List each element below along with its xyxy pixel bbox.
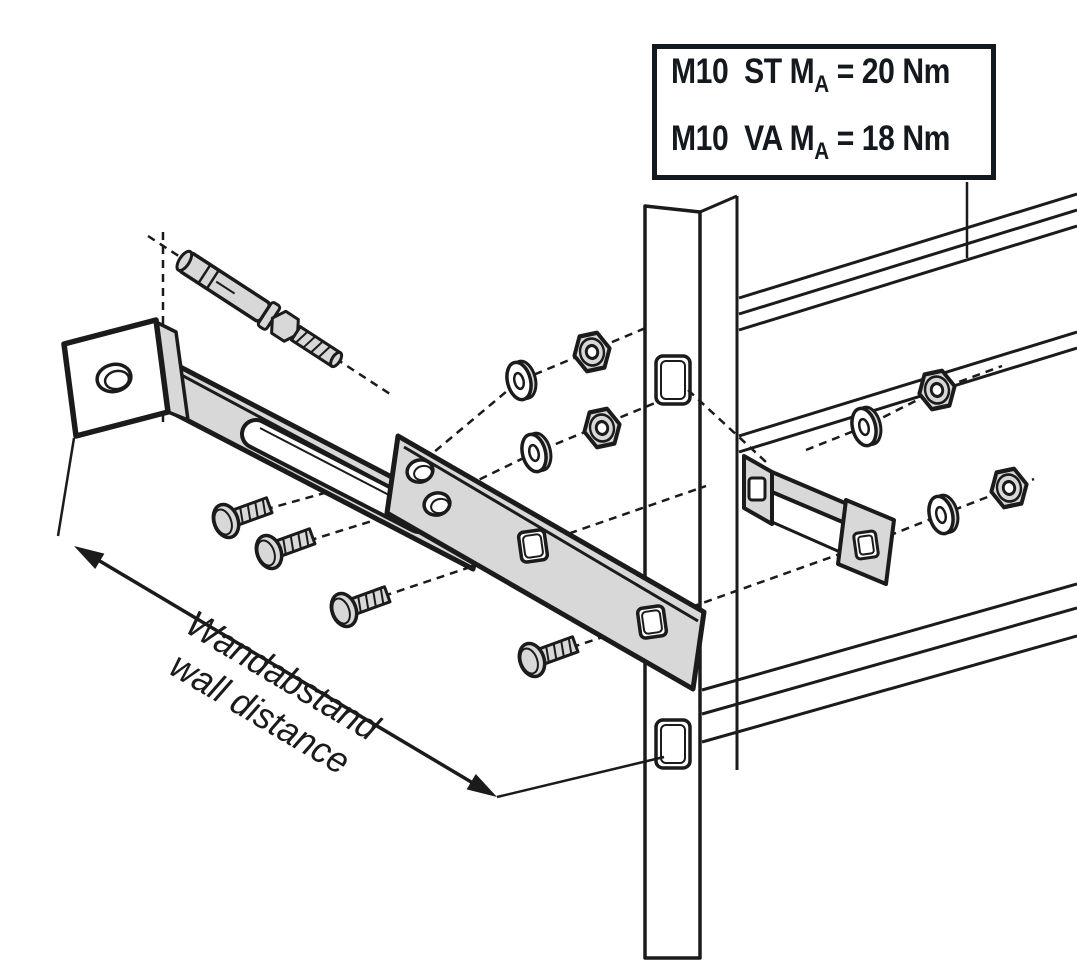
right-nut-axis	[805, 364, 1003, 452]
washer-4	[927, 493, 960, 536]
carriage-bolt-2	[254, 527, 317, 571]
rack-frame	[699, 182, 1077, 770]
hook-bracket-axis	[687, 389, 767, 463]
plate-square-hole-2	[635, 604, 669, 640]
wall-bracket	[61, 317, 190, 439]
hook-bracket-square-hole	[852, 529, 880, 561]
arrowhead-left-icon	[74, 546, 105, 569]
wall-bracket-hole	[95, 362, 133, 394]
carriage-bolt-3	[329, 585, 392, 629]
torque-line-1-value: = 20 Nm	[828, 52, 951, 91]
bolt2-axis	[281, 401, 656, 551]
carriage-bolt-4	[517, 635, 580, 679]
torque-line-1: M10 ST MA = 20 Nm	[671, 45, 950, 112]
expansion-anchor-bolt	[175, 249, 344, 369]
flange-nut-4	[989, 466, 1029, 510]
carriage-bolt-1	[211, 496, 274, 540]
plate-round-hole-1	[405, 458, 435, 484]
flange-nut-2	[582, 406, 622, 450]
torque-line-2-value: = 18 Nm	[828, 119, 951, 158]
plate-square-hole-1	[516, 528, 550, 564]
torque-line-2: M10 VA MA = 18 Nm	[671, 112, 950, 179]
hook-bracket-tab-hole	[747, 476, 767, 502]
torque-line-1-prefix: M10 ST M	[671, 52, 815, 91]
post-square-hole-upper	[654, 354, 692, 406]
torque-line-2-subscript: A	[814, 138, 829, 165]
washer-3	[850, 405, 883, 448]
washer-2	[520, 431, 553, 474]
torque-line-1-subscript: A	[814, 71, 829, 98]
torque-label-box: M10 ST MA = 20 Nm M10 VA MA = 18 Nm	[652, 44, 996, 180]
post-square-hole-lower	[654, 718, 692, 770]
extension-line-right	[496, 755, 665, 799]
extension-line-left	[56, 437, 76, 537]
flange-nut-3	[917, 368, 957, 412]
rack-post	[643, 204, 702, 960]
hook-bracket	[742, 454, 896, 586]
torque-line-2-prefix: M10 VA M	[671, 119, 815, 158]
dimension-line	[87, 552, 489, 794]
mounting-plate	[384, 433, 707, 692]
plate-round-hole-2	[422, 491, 452, 517]
washer-1	[505, 359, 538, 402]
arrowhead-right-icon	[466, 774, 497, 797]
flange-nut-1	[572, 330, 612, 374]
